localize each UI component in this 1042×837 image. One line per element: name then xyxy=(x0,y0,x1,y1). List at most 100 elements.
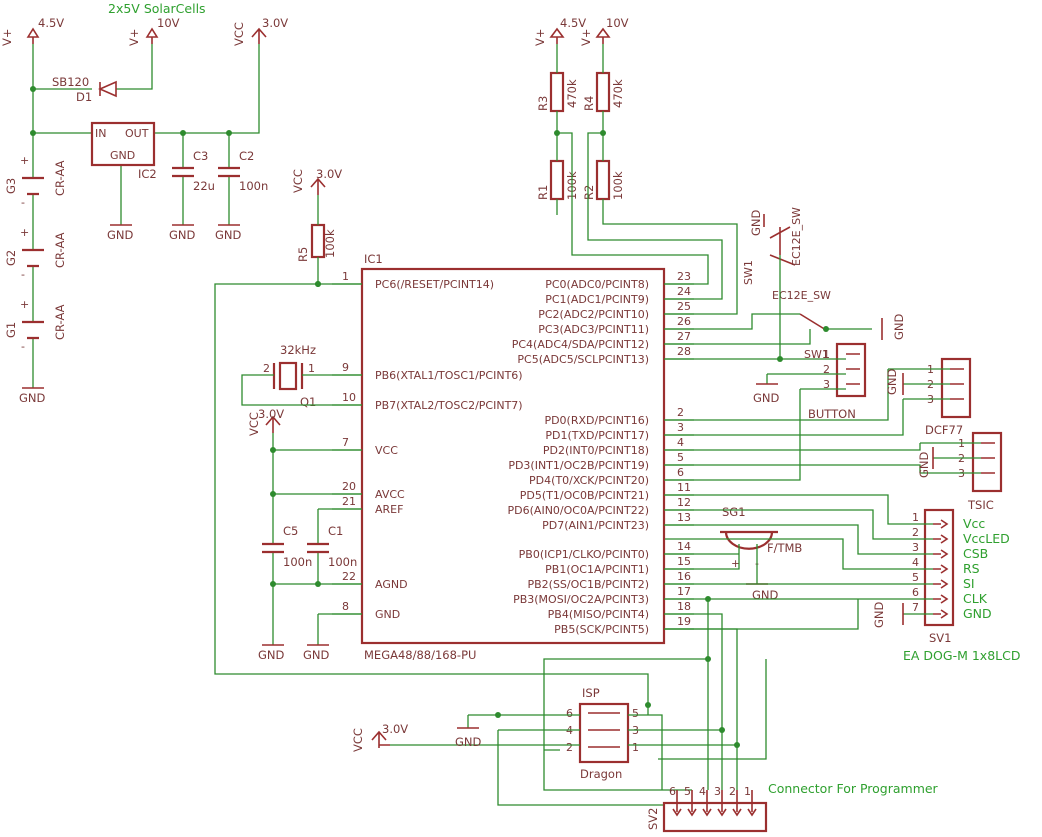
ic1-pin-number: 10 xyxy=(342,391,356,404)
encoder-section: GND EC12E_SW SW1 EC12E_SW SW1 GND xyxy=(665,207,906,362)
ic1-pin-name: PB3(MOSI/OC2A/PCINT3) xyxy=(513,593,649,606)
ic1-label: IC1 xyxy=(364,252,383,266)
ic1-pin-number: 26 xyxy=(677,315,691,328)
sv2-pin-shape xyxy=(747,790,757,817)
g1-type: CR-AA xyxy=(53,304,67,340)
v45-label-2: 4.5V xyxy=(560,16,586,30)
gnd-ic1: GND xyxy=(303,648,330,662)
sv1-pin-number: 1 xyxy=(912,511,919,524)
ic1-pin-name: PB5(SCK/PCINT5) xyxy=(554,623,649,636)
sv2-pin-shape xyxy=(717,790,727,817)
isp-pin-2: 2 xyxy=(566,741,573,754)
vplus-label-2: V+ xyxy=(127,28,141,46)
g3-plus: + xyxy=(20,154,29,167)
isp-label: ISP xyxy=(582,686,600,700)
gnd-battery: GND xyxy=(19,391,46,405)
button-pin-2: 2 xyxy=(823,363,830,376)
sv2-label: SV2 xyxy=(646,808,660,830)
ic1-pin-name: PB1(OC1A/PCINT1) xyxy=(545,563,649,576)
sv1-pin-number: 5 xyxy=(912,571,919,584)
c3-label: C3 xyxy=(193,149,208,163)
sv1-signal-label: CLK xyxy=(963,591,988,606)
gnd-dcf: GND xyxy=(885,368,899,395)
gnd-ic2: GND xyxy=(107,228,134,242)
sv1-pin-shape xyxy=(933,609,949,619)
q1-pin2: 2 xyxy=(263,362,270,375)
g2-label: G2 xyxy=(4,250,18,266)
ic2-gnd: GND xyxy=(110,149,135,162)
sv1-pin-shape xyxy=(933,519,949,529)
ic1-pin-name: PC4(ADC4/SDA/PCINT12) xyxy=(512,338,649,351)
sv2-pin-number: 1 xyxy=(744,785,751,798)
r5-label: R5 xyxy=(296,247,310,262)
ic1-pin-number: 9 xyxy=(342,361,349,374)
gnd-sw: GND xyxy=(892,313,906,340)
q1-pin1: 1 xyxy=(308,362,315,375)
g3-type: CR-AA xyxy=(53,160,67,196)
sg1-label: SG1 xyxy=(722,505,746,519)
sv1-pin-shape xyxy=(933,579,949,589)
ic1-pin-name: PC2(ADC2/PCINT10) xyxy=(538,308,649,321)
sv1-pin-number: 2 xyxy=(912,526,919,539)
crystal-section: 32kHz 2 1 Q1 VCC 3.0V C5 100n C1 100n GN… xyxy=(241,343,362,662)
ic1-pin-number: 18 xyxy=(677,600,691,613)
r3-label: R3 xyxy=(536,96,550,111)
g2-type: CR-AA xyxy=(53,232,67,268)
ic1-pin-name: PB0(ICP1/CLKO/PCINT0) xyxy=(519,548,649,561)
gnd-c2: GND xyxy=(215,228,242,242)
dragon-label: Dragon xyxy=(580,767,622,781)
ic1-pin-number: 13 xyxy=(677,511,691,524)
gnd-encoder: GND xyxy=(749,209,763,236)
ic1-pin-name: PB6(XTAL1/TOSC1/PCINT6) xyxy=(375,369,523,382)
vcc-isp-label: VCC xyxy=(351,728,365,752)
button-pin-1: 1 xyxy=(823,348,830,361)
ic1-pin-number: 19 xyxy=(677,615,691,628)
sw1-label-1: SW1 xyxy=(742,260,755,285)
lcd-label: EA DOG-M 1x8LCD xyxy=(903,648,1020,663)
g3-label: G3 xyxy=(4,178,18,194)
ic2-label: IC2 xyxy=(138,167,157,181)
c5-value: 100n xyxy=(283,555,312,569)
ic1-pin-name: AGND xyxy=(375,578,408,591)
isp-pin-1: 1 xyxy=(632,741,639,754)
gnd-c5: GND xyxy=(258,648,285,662)
g1-minus: - xyxy=(21,340,25,353)
ic1-pin-name: PB2(SS/OC1B/PCINT2) xyxy=(527,578,649,591)
sv1-signal-label: SI xyxy=(963,576,975,591)
r4-label: R4 xyxy=(582,96,596,111)
c5-label: C5 xyxy=(283,524,298,538)
ic1-pin-number: 4 xyxy=(677,436,684,449)
sw1-label-2: SW1 xyxy=(804,348,829,361)
v30-mid-label: 3.0V xyxy=(258,407,284,421)
v45-label: 4.5V xyxy=(38,16,64,30)
solar-cells-label: 2x5V SolarCells xyxy=(108,1,206,16)
power-supply-section: V+ 4.5V V+ 10V VCC 3.0V 2x5V SolarCells … xyxy=(0,1,288,405)
gnd-isp: GND xyxy=(455,735,482,749)
gnd-tsic: GND xyxy=(917,451,931,478)
ic1-pins: 1PC6(/RESET/PCINT14)9PB6(XTAL1/TOSC1/PCI… xyxy=(332,270,694,636)
ic1-pin-number: 1 xyxy=(342,270,349,283)
v30-isp-label: 3.0V xyxy=(382,722,408,736)
sv2-pin-number: 3 xyxy=(714,785,721,798)
sv1-signal-label: VccLED xyxy=(963,531,1010,546)
sv1-pin-shape xyxy=(933,549,949,559)
q1-label: Q1 xyxy=(300,395,316,409)
ic1-pin-number: 28 xyxy=(677,345,691,358)
r4-value: 470k xyxy=(611,79,625,108)
g1-label: G1 xyxy=(4,322,18,338)
r3-value: 470k xyxy=(565,79,579,108)
sv2-pin-number: 5 xyxy=(684,785,691,798)
connector-label: Connector For Programmer xyxy=(768,781,939,796)
ic2-out: OUT xyxy=(125,127,149,140)
dcf77-label: DCF77 xyxy=(925,423,963,437)
ic1-pin-number: 17 xyxy=(677,585,691,598)
r5-section: VCC 3.0V R5 100k xyxy=(291,167,342,287)
vcc-label-top: VCC xyxy=(232,22,246,46)
button-connector: 1 2 3 BUTTON GND xyxy=(665,342,867,481)
c3-value: 22u xyxy=(193,179,215,193)
ic1-pin-number: 12 xyxy=(677,496,691,509)
ic1-pin-name: AVCC xyxy=(375,488,405,501)
